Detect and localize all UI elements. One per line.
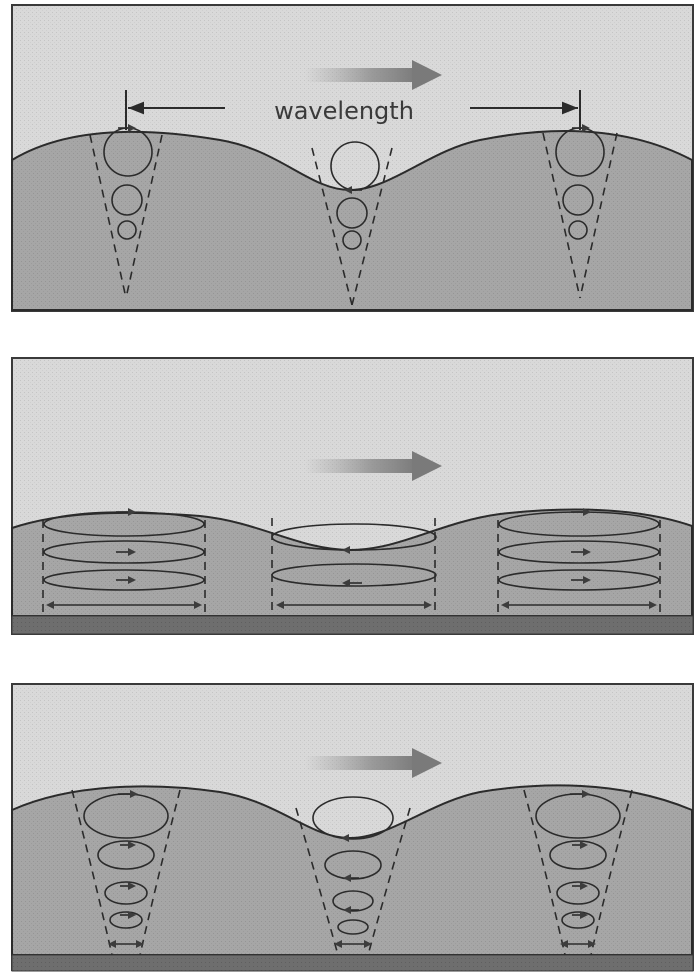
seabed	[12, 955, 693, 971]
panel-shallow-water	[12, 358, 693, 634]
panel-deep-water: wavelength	[12, 5, 693, 311]
wavelength-label: wavelength	[274, 97, 414, 125]
panel-transitional-water	[12, 684, 693, 971]
seabed	[12, 616, 693, 634]
